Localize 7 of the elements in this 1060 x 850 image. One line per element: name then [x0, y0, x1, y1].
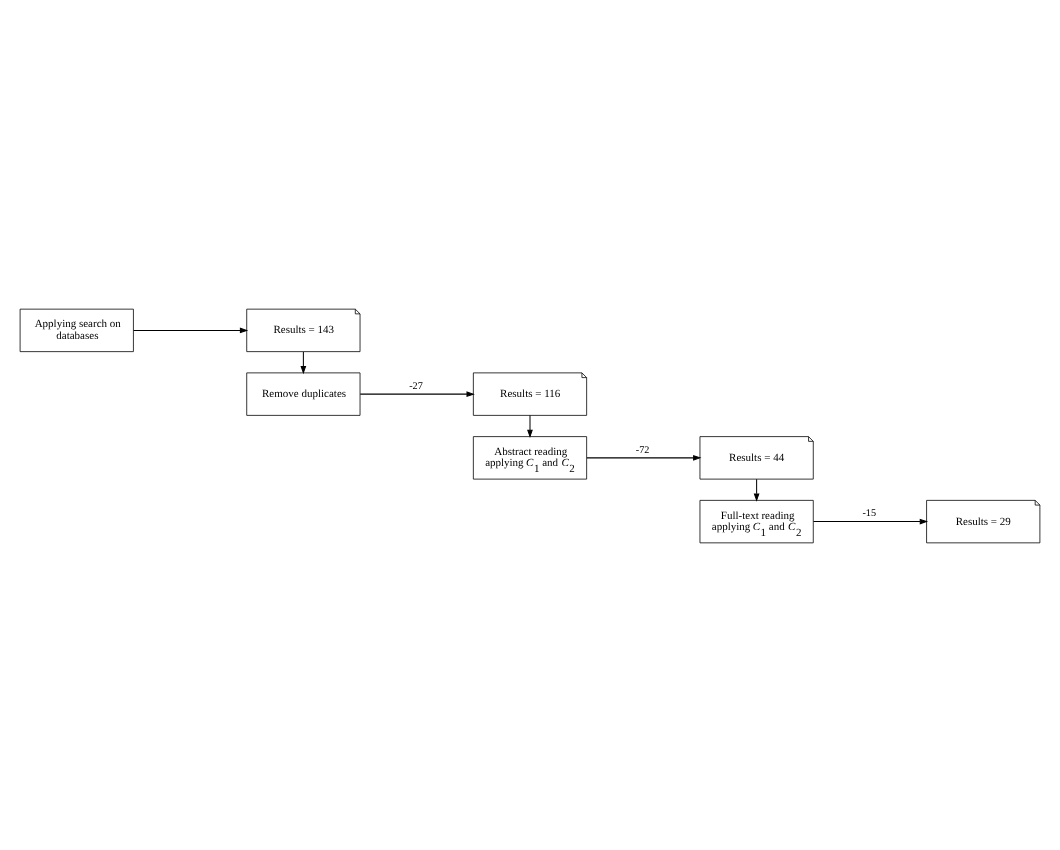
arrow — [300, 350, 307, 374]
arrow — [133, 326, 249, 333]
arrow — [586, 453, 702, 460]
arrow — [813, 517, 929, 524]
arrow — [753, 477, 760, 501]
arrow — [527, 414, 533, 437]
arrow — [359, 390, 475, 397]
